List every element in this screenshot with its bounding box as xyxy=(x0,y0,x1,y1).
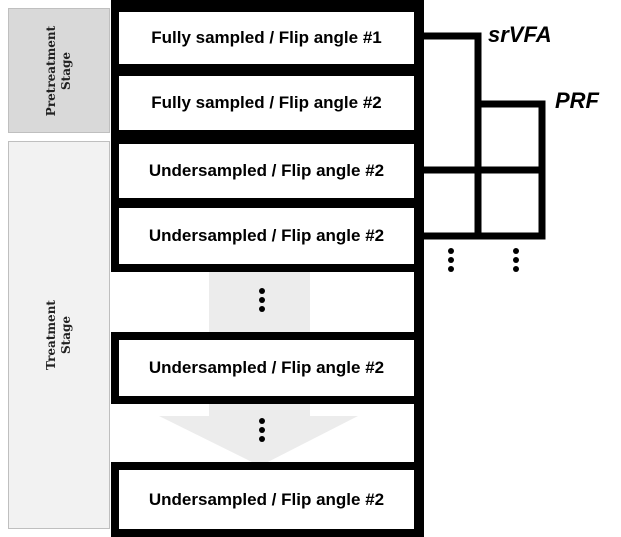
treatment-stage: Treatment Stage xyxy=(8,141,110,529)
row-label: Undersampled / Flip angle #2 xyxy=(148,226,385,245)
row-label: Fully sampled / Flip angle #2 xyxy=(151,93,382,112)
row-fully-sampled-fa2: Fully sampled / Flip angle #2 xyxy=(111,68,422,138)
srvfa-bracket xyxy=(420,32,482,240)
row-label: Fully sampled / Flip angle #1 xyxy=(151,28,382,47)
row-undersampled-4: Undersampled / Flip angle #2 xyxy=(111,462,422,537)
row-undersampled-3: Undersampled / Flip angle #2 xyxy=(111,332,422,404)
ellipsis-vertical-2 xyxy=(259,418,265,445)
srvfa-label: srVFA xyxy=(488,22,552,47)
ellipsis-srvfa xyxy=(448,248,454,275)
row-fully-sampled-fa1: Fully sampled / Flip angle #1 xyxy=(111,4,422,72)
prf-label: PRF xyxy=(555,88,599,113)
prf-bracket xyxy=(474,100,546,240)
ellipsis-vertical-1 xyxy=(259,288,265,315)
ellipsis-prf xyxy=(513,248,519,275)
row-label: Undersampled / Flip angle #2 xyxy=(148,161,385,180)
row-label: Undersampled / Flip angle #2 xyxy=(148,489,385,509)
row-label: Undersampled / Flip angle #2 xyxy=(148,358,385,377)
row-undersampled-2: Undersampled / Flip angle #2 xyxy=(111,200,422,272)
pretreatment-stage: Pretreatment Stage xyxy=(8,8,110,133)
